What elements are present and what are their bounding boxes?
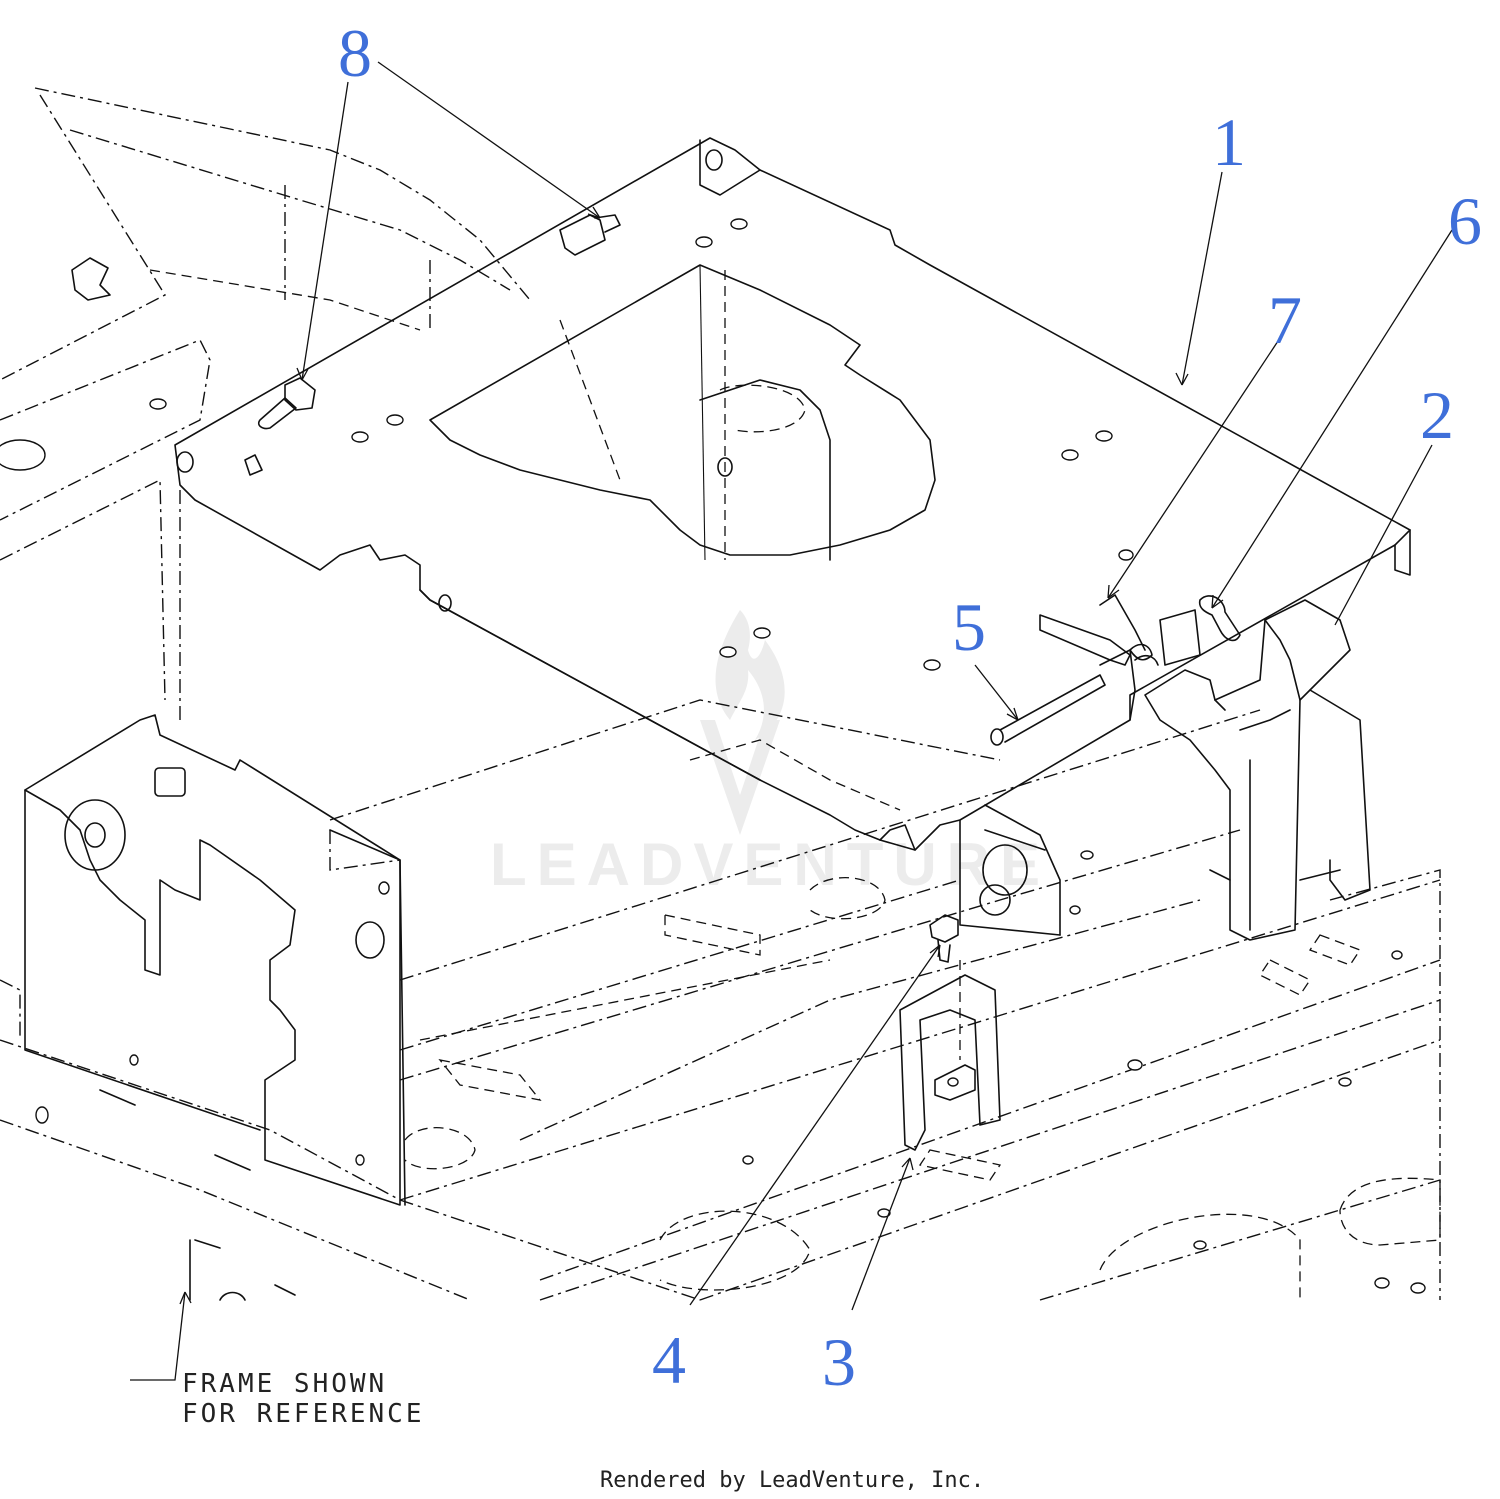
leader-8a <box>377 61 601 219</box>
leader-reference <box>130 1291 186 1381</box>
watermark: LEADVENTURE <box>490 610 1050 898</box>
callout-4: 4 <box>652 1322 686 1398</box>
watermark-text: LEADVENTURE <box>490 831 1050 898</box>
part-7-spring-lever <box>1039 594 1159 666</box>
leader-4 <box>689 944 941 1306</box>
leader-lines <box>130 61 1453 1381</box>
leader-3 <box>851 1157 911 1311</box>
callout-3: 3 <box>822 1324 856 1400</box>
part-5-pin <box>990 649 1136 746</box>
part-4-bolt <box>929 914 959 963</box>
reference-frame <box>0 87 1441 1301</box>
leader-1 <box>1181 171 1223 386</box>
callout-1: 1 <box>1212 104 1246 180</box>
leader-7 <box>1107 334 1283 599</box>
callout-2: 2 <box>1420 377 1454 453</box>
part-6-hair-pin <box>1159 595 1241 666</box>
callout-5: 5 <box>952 589 986 665</box>
callout-7: 7 <box>1268 282 1302 358</box>
reference-note-line2: FOR REFERENCE <box>182 1399 425 1429</box>
callout-6: 6 <box>1448 183 1482 259</box>
part-1-mounting-plate <box>174 137 1411 936</box>
leader-5 <box>974 664 1019 721</box>
part-2-latch-bracket <box>1144 599 1371 941</box>
watermark-flame-icon <box>715 610 785 740</box>
part-8-shoulder-bolts <box>244 214 621 476</box>
leader-6 <box>1211 229 1453 609</box>
callout-8: 8 <box>338 15 372 91</box>
callouts: 1 2 3 4 5 6 7 8 <box>338 15 1482 1400</box>
reference-note-line1: FRAME SHOWN <box>182 1369 387 1399</box>
reference-note: FRAME SHOWN FOR REFERENCE <box>182 1369 425 1429</box>
leader-8b <box>301 81 349 381</box>
footer-credit: Rendered by LeadVenture, Inc. <box>600 1468 984 1493</box>
watermark-v-icon <box>700 720 780 835</box>
part-3-lower-bracket <box>899 960 1001 1151</box>
left-frame-bracket <box>24 714 406 1301</box>
leader-2 <box>1334 444 1433 626</box>
